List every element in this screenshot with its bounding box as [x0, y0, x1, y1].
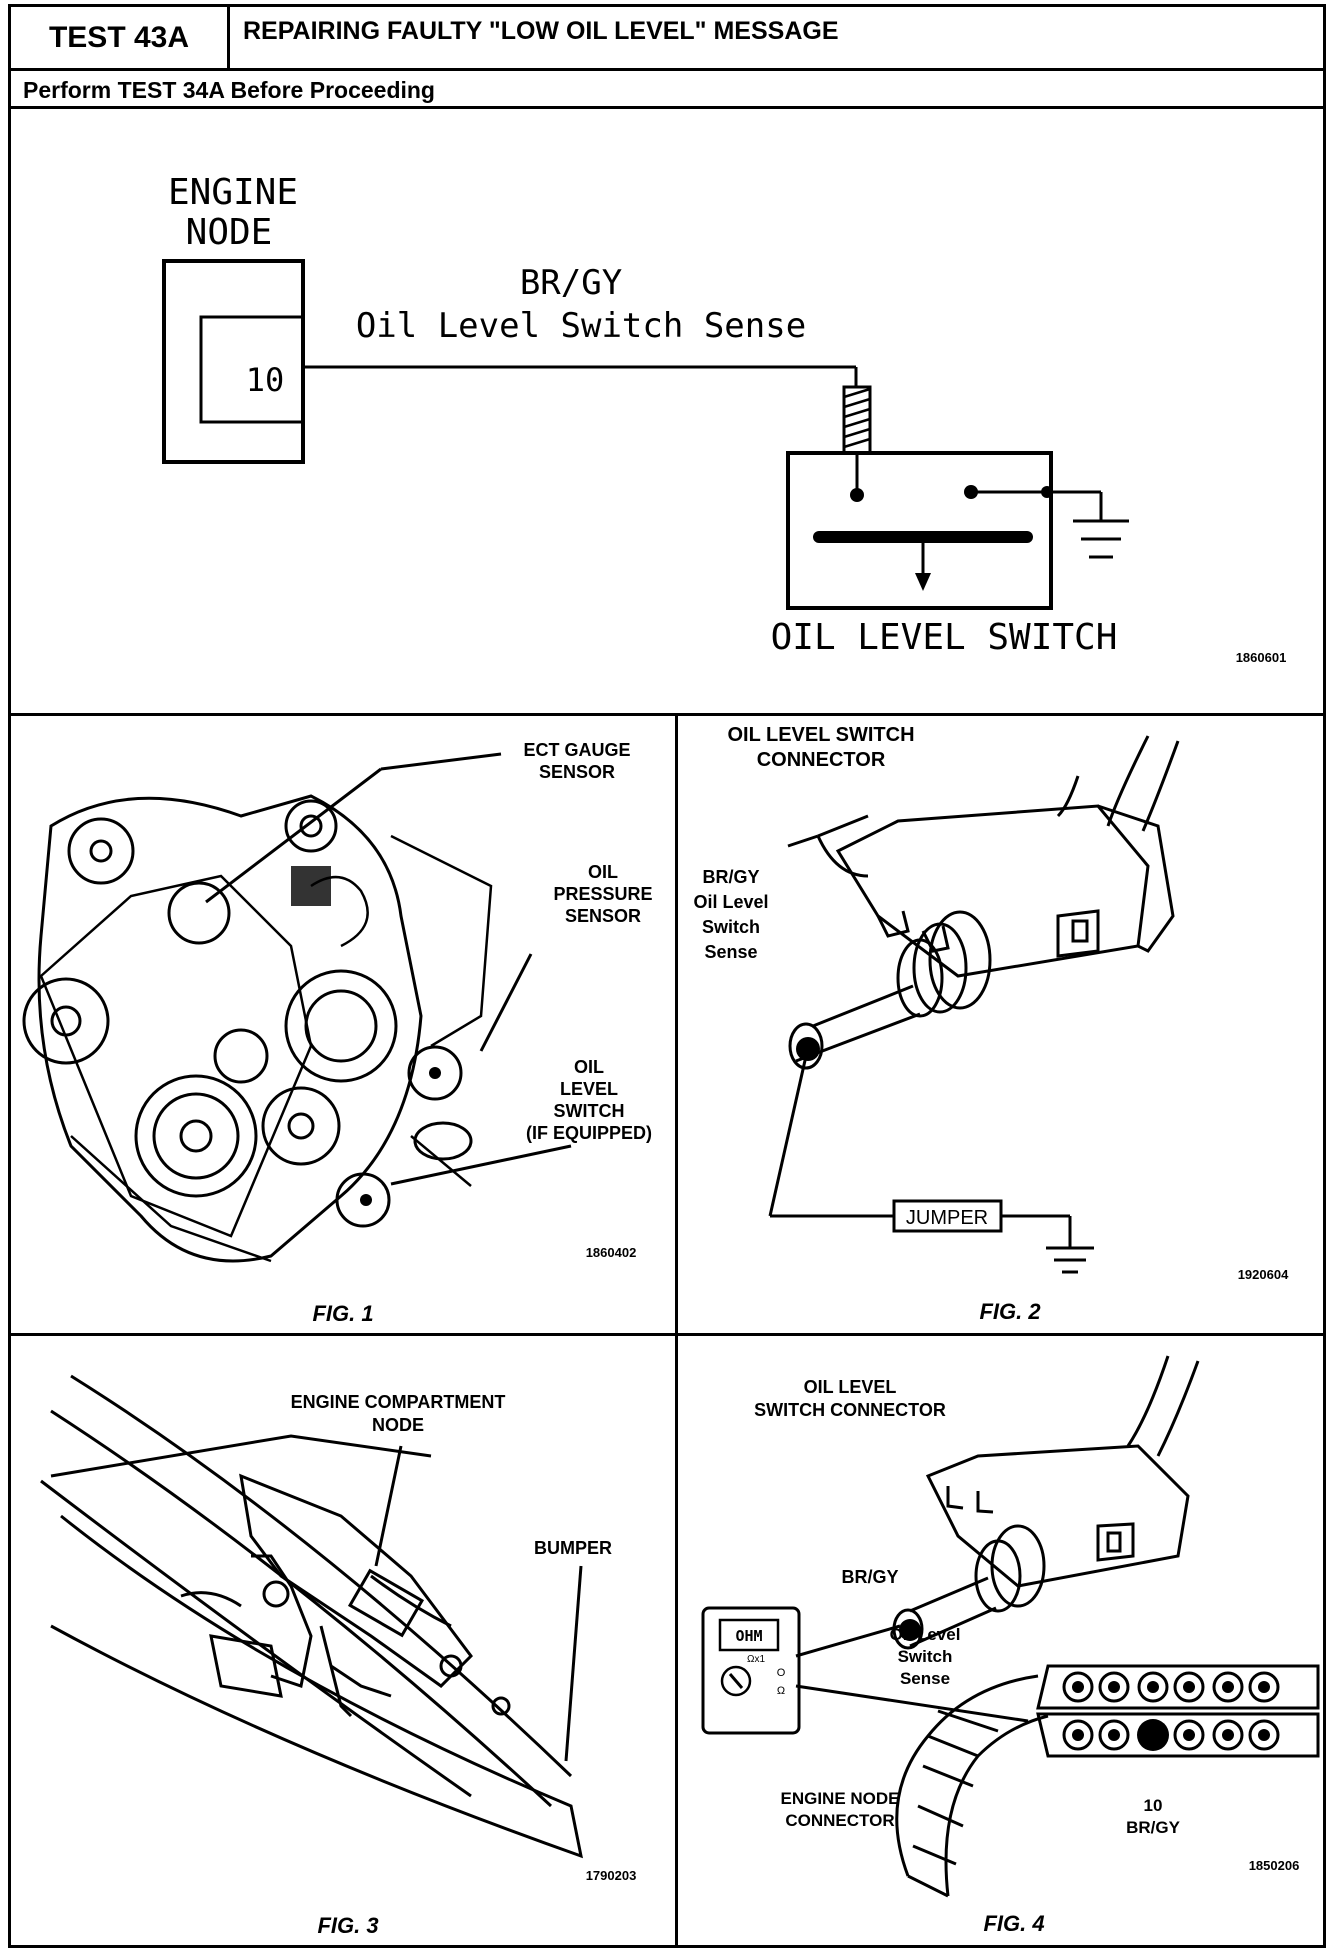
test-id: TEST 43A — [11, 7, 230, 68]
fig4-probe-illustration: OIL LEVEL SWITCH CONNECTOR BR/GY Oil Lev… — [701, 1355, 1320, 1936]
oil-level-switch-label: OIL LEVEL SWITCH — [771, 617, 1118, 658]
switch-float-bar — [813, 531, 1033, 543]
fig1-panel: ECT GAUGE SENSOR OIL PRESSURE SENSOR OIL… — [11, 716, 675, 1333]
oil-level-switch-body — [786, 451, 1053, 610]
fig2-caption: FIG. 2 — [979, 1299, 1041, 1324]
fig2-connector-illustration: OIL LEVEL SWITCH CONNECTOR — [693, 724, 1289, 1324]
fig2-title-2: CONNECTOR — [757, 749, 886, 771]
fig3-node-callout-2: NODE — [372, 1415, 424, 1435]
fig4-caption: FIG. 4 — [983, 1911, 1044, 1936]
fig4-sense-1: Oil Level — [890, 1625, 961, 1644]
oil-pressure-callout-2: PRESSURE — [553, 884, 652, 904]
fig3-compartment-illustration: ENGINE COMPARTMENT NODE BUMPER — [40, 1374, 637, 1938]
fig1-ref-code: 1860402 — [586, 1245, 637, 1260]
br-gy-cavity — [796, 1037, 820, 1061]
fig4-node-conn-1: ENGINE NODE — [780, 1789, 899, 1808]
ground-symbol — [1073, 519, 1129, 559]
fig4-br-gy-cavity — [899, 1619, 921, 1641]
pin-10-cavity — [1137, 1719, 1169, 1751]
schematic-diagram: ENGINE NODE 10 BR/GY Oil Level Switch Se… — [162, 172, 1287, 665]
fig2-wire-1: BR/GY — [702, 867, 759, 887]
fig3-caption: FIG. 3 — [317, 1913, 378, 1938]
switch-contact-1 — [850, 488, 864, 502]
jumper-box — [892, 1199, 1003, 1233]
pin-box — [199, 315, 305, 424]
bumper-callout: BUMPER — [534, 1538, 612, 1558]
jumper-wire — [768, 1055, 1094, 1274]
fig2-title-1: OIL LEVEL SWITCH — [727, 724, 914, 746]
prerequisite-row: Perform TEST 34A Before Proceeding — [11, 71, 1323, 109]
test-title: REPAIRING FAULTY "LOW OIL LEVEL" MESSAGE — [243, 17, 839, 45]
jumper-label: JUMPER — [906, 1207, 988, 1229]
oil-pressure-callout-3: SENSOR — [565, 906, 641, 926]
schematic-ref-code: 1860601 — [1236, 650, 1287, 665]
fig4-panel: OIL LEVEL SWITCH CONNECTOR BR/GY Oil Lev… — [678, 1336, 1323, 1945]
ohmmeter-terminal-1: O — [777, 1667, 786, 1679]
oil-level-callout-3: SWITCH — [554, 1101, 625, 1121]
ohmmeter-display — [718, 1618, 780, 1652]
fig1-caption: FIG. 1 — [312, 1301, 373, 1326]
fig4-sense-2: Switch — [898, 1647, 953, 1666]
ohmmeter-terminal-2: Ω — [777, 1685, 785, 1697]
fig2-ref-code: 1920604 — [1238, 1267, 1289, 1282]
oil-level-callout-2: LEVEL — [560, 1079, 618, 1099]
fig2-wire-2: Oil Level — [693, 892, 768, 912]
fig4-node-conn-2: CONNECTOR — [785, 1811, 894, 1830]
fig2-panel: OIL LEVEL SWITCH CONNECTOR — [678, 716, 1323, 1333]
fig4-ref-code: 1850206 — [1249, 1858, 1300, 1873]
fig2-wire-3: Switch — [702, 917, 760, 937]
fig3-ref-code: 1790203 — [586, 1868, 637, 1883]
fig1-engine-illustration: ECT GAUGE SENSOR OIL PRESSURE SENSOR OIL… — [22, 740, 653, 1326]
wire-color-label: BR/GY — [520, 263, 622, 303]
fig4-pin-number: 10 — [1144, 1796, 1163, 1815]
schematic-panel: ENGINE NODE 10 BR/GY Oil Level Switch Se… — [11, 109, 1323, 713]
ohmmeter-range: Ωx1 — [747, 1654, 765, 1665]
fig3-node-callout-1: ENGINE COMPARTMENT — [291, 1392, 506, 1412]
oil-level-callout-1: OIL — [574, 1057, 604, 1077]
float-arrow-icon — [915, 573, 931, 591]
ect-gauge-sensor-callout-2: SENSOR — [539, 762, 615, 782]
oil-level-callout-4: (IF EQUIPPED) — [526, 1123, 652, 1143]
oil-pressure-callout-1: OIL — [588, 862, 618, 882]
engine-node-label-2: NODE — [186, 212, 273, 253]
fig3-panel: ENGINE COMPARTMENT NODE BUMPER — [11, 1336, 675, 1945]
fig2-wire-4: Sense — [704, 942, 757, 962]
test-sheet: TEST 43A REPAIRING FAULTY "LOW OIL LEVEL… — [8, 4, 1326, 1948]
fig4-pin-color: BR/GY — [1126, 1818, 1181, 1837]
ohmmeter-dial — [720, 1665, 752, 1697]
pin-number: 10 — [246, 361, 285, 399]
fig4-title-1: OIL LEVEL — [804, 1377, 897, 1397]
fig4-wire-label: BR/GY — [841, 1567, 898, 1587]
engine-node-label-1: ENGINE — [168, 172, 298, 213]
fig4-title-2: SWITCH CONNECTOR — [754, 1400, 946, 1420]
header-row: TEST 43A REPAIRING FAULTY "LOW OIL LEVEL… — [11, 7, 1323, 71]
ect-gauge-sensor-callout-1: ECT GAUGE — [523, 740, 630, 760]
wire-function-label: Oil Level Switch Sense — [356, 306, 806, 346]
ohmmeter-reading: OHM — [735, 1627, 762, 1645]
prerequisite-note: Perform TEST 34A Before Proceeding — [23, 77, 435, 103]
fig4-sense-3: Sense — [900, 1669, 950, 1688]
